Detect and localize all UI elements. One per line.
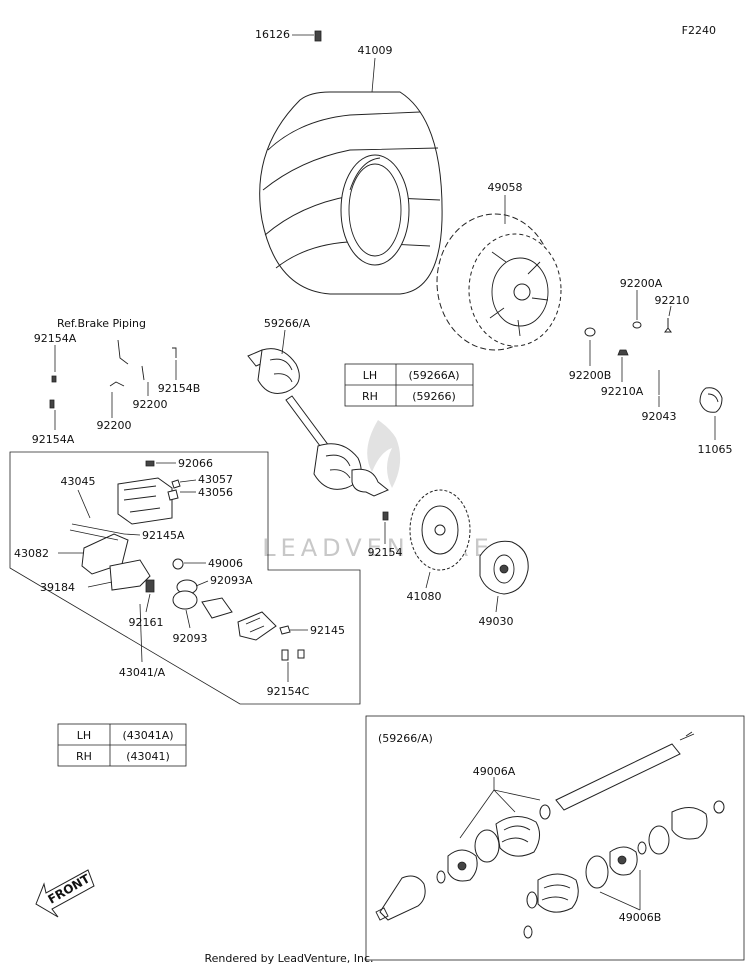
label-41080: 41080 [407, 590, 442, 603]
label-43041A: 43041/A [119, 666, 166, 679]
label-39184: 39184 [40, 581, 75, 594]
caliper-group-outline [9, 451, 361, 705]
diagram-code: F2240 [682, 24, 716, 37]
table-shaft-part-1: (59266) [412, 390, 456, 403]
label-16126: 16126 [255, 28, 290, 41]
detail-title: (59266/A) [378, 732, 433, 745]
label-49006B: 49006B [619, 911, 662, 924]
table-caliper-side-0: LH [77, 729, 91, 742]
tire-41009 [259, 91, 443, 295]
table-shaft-part-0: (59266A) [408, 369, 459, 382]
drive-shaft-59266 [247, 348, 389, 497]
label-92154C: 92154C [267, 685, 310, 698]
label-49006A: 49006A [473, 765, 516, 778]
label-49006: 49006 [208, 557, 243, 570]
label-11065: 11065 [698, 443, 733, 456]
label-92154A-1: 92154A [34, 332, 77, 345]
leader-41009 [371, 57, 376, 93]
label-49058: 49058 [488, 181, 523, 194]
label-49030: 49030 [479, 615, 514, 628]
label-92200-1: 92200 [97, 419, 132, 432]
hub-49030 [479, 540, 529, 595]
label-43056: 43056 [198, 486, 233, 499]
caliper-assembly [69, 460, 305, 661]
label-92043: 92043 [642, 410, 677, 423]
wheel-49058 [436, 213, 562, 351]
label-43057: 43057 [198, 473, 233, 486]
label-92154A-2: 92154A [32, 433, 75, 446]
table-caliper-part-0: (43041A) [122, 729, 173, 742]
brake-disc-41080 [409, 489, 471, 571]
table-caliper: LH (43041A) RH (43041) [57, 723, 187, 767]
bolt-92154 [382, 511, 389, 521]
brake-piping-hardware [49, 339, 177, 409]
label-43082: 43082 [14, 547, 49, 560]
label-59266A: 59266/A [264, 317, 311, 330]
label-41009: 41009 [358, 44, 393, 57]
footer-text: Rendered by LeadVenture, Inc. [204, 952, 373, 965]
table-shaft-side-0: LH [363, 369, 377, 382]
label-92154-2: 92154 [368, 546, 403, 559]
label-92200-2: 92200 [133, 398, 168, 411]
label-92154B: 92154B [158, 382, 201, 395]
label-43045: 43045 [61, 475, 96, 488]
hardware-right [584, 318, 723, 413]
table-shaft: LH (59266A) RH (59266) [344, 363, 474, 407]
label-92145: 92145 [310, 624, 345, 637]
table-caliper-part-1: (43041) [126, 750, 170, 763]
table-shaft-side-1: RH [362, 390, 378, 403]
valve-16126 [314, 30, 322, 42]
label-92200A: 92200A [620, 277, 663, 290]
table-caliper-side-1: RH [76, 750, 92, 763]
label-92210A: 92210A [601, 385, 644, 398]
label-92210: 92210 [655, 294, 690, 307]
label-92066: 92066 [178, 457, 213, 470]
label-92200B: 92200B [569, 369, 612, 382]
ref-brake-piping: Ref.Brake Piping [57, 317, 146, 330]
label-92093A: 92093A [210, 574, 253, 587]
label-92093: 92093 [173, 632, 208, 645]
label-92145A: 92145A [142, 529, 185, 542]
label-92161: 92161 [129, 616, 164, 629]
detail-shaft-parts [375, 731, 725, 939]
front-arrow: FRONT [35, 869, 95, 918]
detail-box [365, 715, 745, 961]
